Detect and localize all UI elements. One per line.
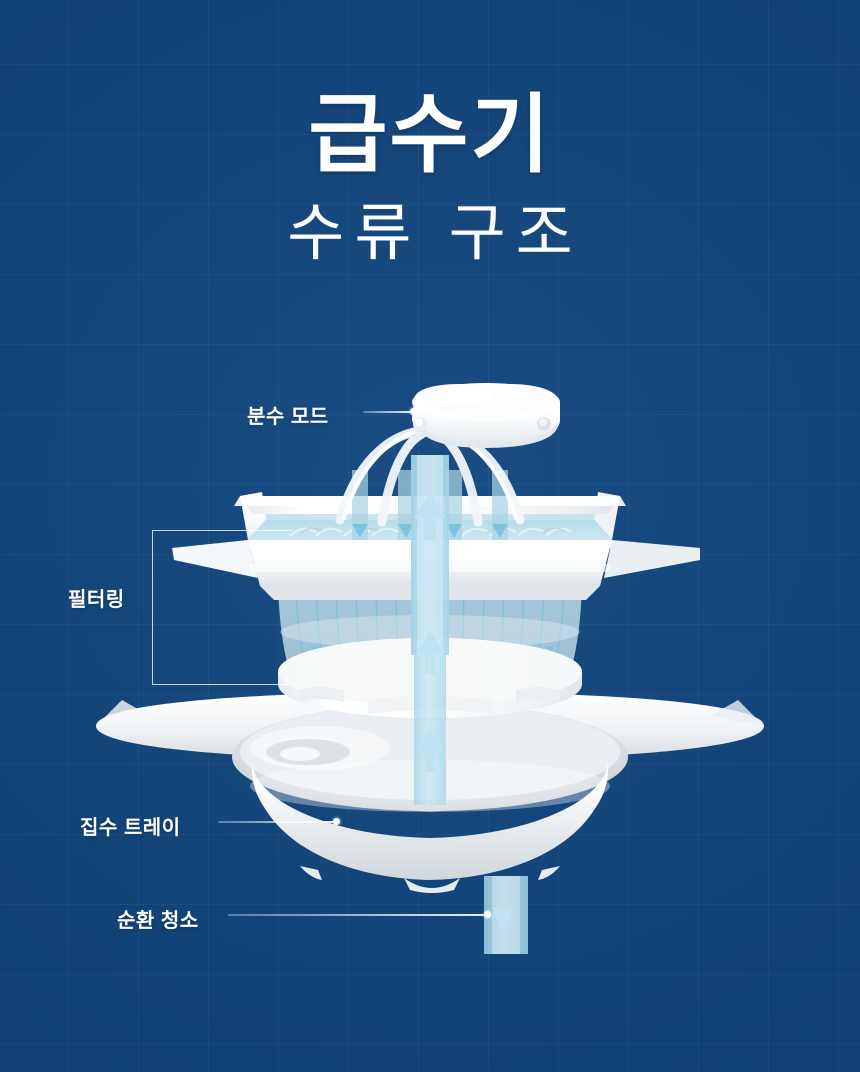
- callout-dot-circulation-clean: [484, 911, 491, 918]
- callout-label-fountain-mode: 분수 모드: [247, 406, 329, 428]
- outlet-column: [484, 876, 528, 954]
- callout-leader-circulation-clean: [228, 914, 487, 916]
- callout-dot-fountain-mode: [410, 408, 417, 415]
- callout-label-filtering: 필터링: [68, 589, 125, 611]
- callout-dot-collection-tray: [333, 818, 340, 825]
- callout-label-collection-tray: 집수 트레이: [80, 817, 181, 839]
- page-subtitle: 수류 구조: [287, 199, 583, 268]
- callout-bracket-filtering: [152, 530, 293, 685]
- central-riser-column: [411, 455, 449, 805]
- fountain-head-dome: [412, 383, 560, 448]
- downflow-upper: [352, 470, 508, 540]
- callout-label-circulation-clean: 순환 청소: [117, 910, 199, 932]
- callout-leader-fountain-mode: [363, 411, 412, 413]
- callout-leader-collection-tray: [218, 821, 336, 823]
- page-title: 급수기: [308, 87, 552, 183]
